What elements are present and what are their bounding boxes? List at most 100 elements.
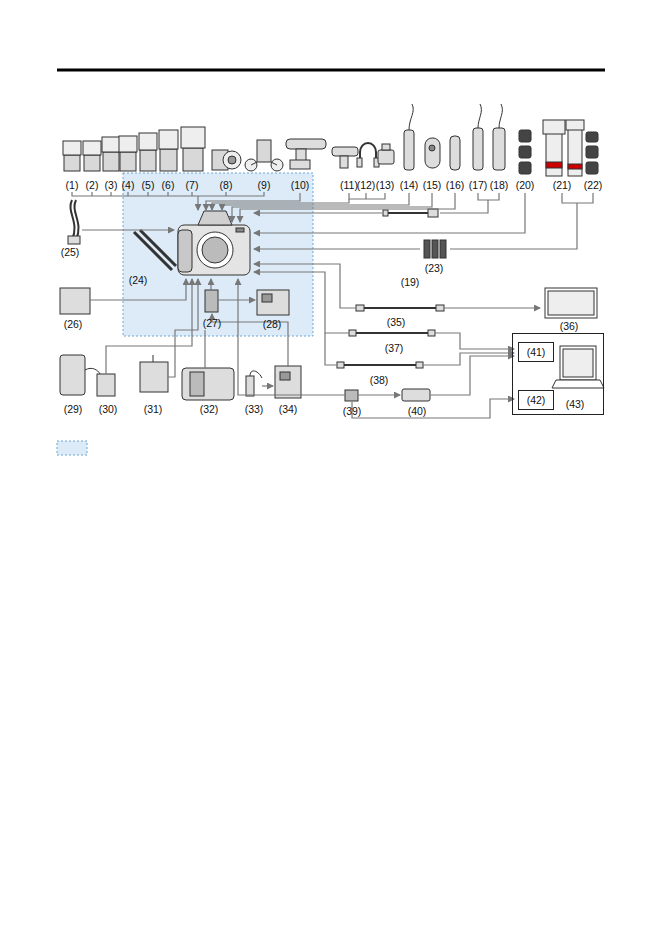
- leader-lines: [325, 333, 337, 365]
- flash-units: [102, 137, 120, 152]
- lenses: [543, 120, 565, 134]
- lenses: [546, 132, 562, 176]
- callout-number: (7): [186, 180, 199, 191]
- leader-lines: [254, 193, 525, 233]
- flash-units: [223, 151, 241, 169]
- cables-and-adapters: [337, 209, 446, 401]
- included-region: [123, 173, 313, 336]
- flash-units: [181, 127, 205, 148]
- header-rule: [57, 70, 605, 71]
- cables-and-adapters: [432, 240, 438, 258]
- callout-number: (12): [357, 180, 376, 191]
- callout-number: (8): [220, 180, 233, 191]
- flash-units: [63, 141, 81, 155]
- leader-lines: [254, 272, 349, 333]
- callout-number: (34): [279, 404, 298, 415]
- straps-and-power: [85, 368, 100, 374]
- leader-lines: [106, 279, 192, 374]
- audio-accessories: [286, 139, 394, 169]
- flash-units: [160, 149, 177, 171]
- callout-number: (27): [203, 318, 222, 329]
- flash-units: [103, 152, 119, 171]
- cables-and-adapters: [416, 362, 423, 368]
- cables-and-adapters: [337, 362, 344, 368]
- remote-controls: [404, 104, 505, 170]
- remote-controls: [473, 128, 483, 170]
- leader-lines: [349, 193, 385, 199]
- audio-accessories: [378, 150, 394, 164]
- camera-body: [178, 225, 250, 275]
- leader-lines: [72, 192, 264, 196]
- callout-number: (40): [408, 406, 427, 417]
- lenses: [519, 146, 531, 158]
- callout-number: (14): [400, 180, 419, 191]
- leader-lines: [82, 229, 174, 230]
- laptop: [552, 380, 604, 388]
- cables-and-adapters: [440, 240, 446, 258]
- leader-lines: [168, 279, 198, 377]
- callout-number: (29): [64, 404, 83, 415]
- cables-and-adapters: [424, 240, 430, 258]
- lenses: [568, 128, 582, 176]
- lenses: [546, 162, 562, 168]
- port-box: (41): [518, 342, 554, 362]
- remote-controls: [429, 145, 435, 151]
- callout-number: (9): [258, 180, 271, 191]
- audio-accessories: [286, 139, 326, 149]
- straps-and-power: [60, 288, 90, 314]
- leader-lines: [197, 196, 198, 210]
- callout-number: (36): [560, 321, 579, 332]
- audio-accessories: [382, 144, 390, 150]
- header-rule: [57, 69, 605, 72]
- leader-lines: [240, 193, 455, 222]
- callout-number: (35): [387, 317, 406, 328]
- leader-lines: [212, 314, 288, 366]
- callout-number: (30): [99, 404, 118, 415]
- callout-number: (3): [105, 180, 118, 191]
- callout-number: (13): [376, 180, 395, 191]
- remote-controls: [404, 130, 414, 170]
- cables-and-adapters: [349, 330, 356, 336]
- cables-and-adapters: [356, 305, 364, 311]
- lenses: [519, 120, 598, 176]
- television: [545, 288, 597, 318]
- straps-and-power: [275, 366, 301, 398]
- callout-number: (26): [64, 319, 83, 330]
- leader-lines: [262, 385, 273, 386]
- flash-units: [119, 136, 137, 152]
- cables-and-adapters: [383, 210, 388, 216]
- lenses: [586, 132, 598, 142]
- leader-lines: [238, 279, 345, 395]
- leader-lines: [254, 264, 356, 308]
- callout-number: (32): [200, 404, 219, 415]
- straps-and-power: [140, 362, 168, 392]
- callout-number: (2): [86, 180, 99, 191]
- callout-number: (11): [340, 180, 358, 191]
- included-region: [123, 173, 313, 336]
- legend-swatch: [57, 441, 87, 455]
- leader-lines: [435, 333, 514, 349]
- flash-units: [251, 162, 277, 165]
- callout-number: (19): [401, 277, 420, 288]
- callout-number: (16): [446, 180, 465, 191]
- flash-units: [140, 150, 156, 171]
- leader-lines: [352, 399, 514, 418]
- callout-number: (37): [385, 343, 404, 354]
- straps-and-power: [280, 372, 290, 380]
- flash-units: [83, 141, 101, 155]
- cables-and-adapters: [428, 209, 438, 217]
- callout-number: (42): [527, 395, 546, 406]
- callout-number: (33): [245, 404, 264, 415]
- leader-lines: [430, 356, 514, 395]
- leader-lines: [450, 193, 593, 249]
- camera-body: [178, 230, 192, 272]
- straps-and-power: [246, 376, 254, 396]
- cables-and-adapters: [402, 389, 430, 401]
- leader-lines: [204, 330, 205, 368]
- callout-number: (18): [490, 180, 509, 191]
- flash-units: [257, 140, 271, 162]
- cables-and-adapters: [428, 330, 435, 336]
- camera-body: [198, 211, 232, 225]
- flash-units: [63, 127, 283, 171]
